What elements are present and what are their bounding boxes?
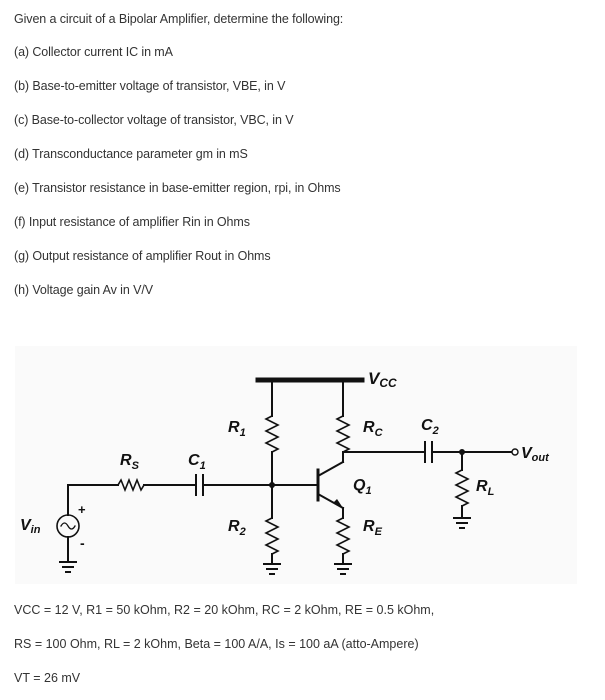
circuit-diagram: VCC R1 RC C2 RS C1 Q1 RL R2 RE Vout Vin … (15, 346, 577, 584)
label-vin: Vin (20, 517, 41, 536)
source-vin-wave (60, 522, 76, 530)
question-item-b: (b) Base-to-emitter voltage of transisto… (14, 79, 286, 93)
question-item-c: (c) Base-to-collector voltage of transis… (14, 113, 294, 127)
given-line-2: RS = 100 Ohm, RL = 2 kOhm, Beta = 100 A/… (14, 637, 419, 651)
label-vcc: VCC (368, 369, 397, 390)
label-rs: RS (120, 452, 140, 472)
question-item-h: (h) Voltage gain Av in V/V (14, 283, 153, 297)
label-plus: + (78, 502, 86, 517)
question-intro: Given a circuit of a Bipolar Amplifier, … (14, 12, 344, 26)
resistor-r2 (264, 516, 280, 556)
given-line-3: VT = 26 mV (14, 671, 81, 685)
ground-r2 (263, 563, 281, 575)
label-r2: R2 (228, 518, 246, 538)
circuit-svg: VCC R1 RC C2 RS C1 Q1 RL R2 RE Vout Vin … (20, 369, 550, 575)
label-c1: C1 (188, 452, 206, 472)
given-line-1: VCC = 12 V, R1 = 50 kOhm, R2 = 20 kOhm, … (14, 603, 435, 617)
label-r1: R1 (228, 419, 246, 439)
vout-terminal (511, 448, 519, 456)
question-item-g: (g) Output resistance of amplifier Rout … (14, 249, 271, 263)
resistor-re (335, 516, 351, 556)
question-item-a: (a) Collector current IC in mA (14, 45, 173, 59)
label-re: RE (363, 518, 383, 538)
resistor-r1 (264, 414, 280, 454)
resistor-rc (335, 414, 351, 454)
transistor-collector-lead (316, 460, 345, 478)
label-minus: - (80, 535, 85, 551)
label-rl: RL (476, 478, 495, 498)
label-q1: Q1 (353, 477, 372, 497)
resistor-rs (116, 477, 146, 493)
label-vout: Vout (521, 445, 550, 464)
ground-rl (453, 517, 471, 529)
label-c2: C2 (421, 417, 439, 437)
question-item-d: (d) Transconductance parameter gm in mS (14, 147, 248, 161)
question-item-f: (f) Input resistance of amplifier Rin in… (14, 215, 250, 229)
question-item-e: (e) Transistor resistance in base-emitte… (14, 181, 341, 195)
ground-source (59, 561, 77, 573)
junction-dots (269, 449, 465, 488)
transistor-emitter-arrow (333, 499, 343, 508)
resistor-rl (454, 468, 470, 508)
label-rc: RC (363, 419, 384, 439)
ground-re (334, 563, 352, 575)
